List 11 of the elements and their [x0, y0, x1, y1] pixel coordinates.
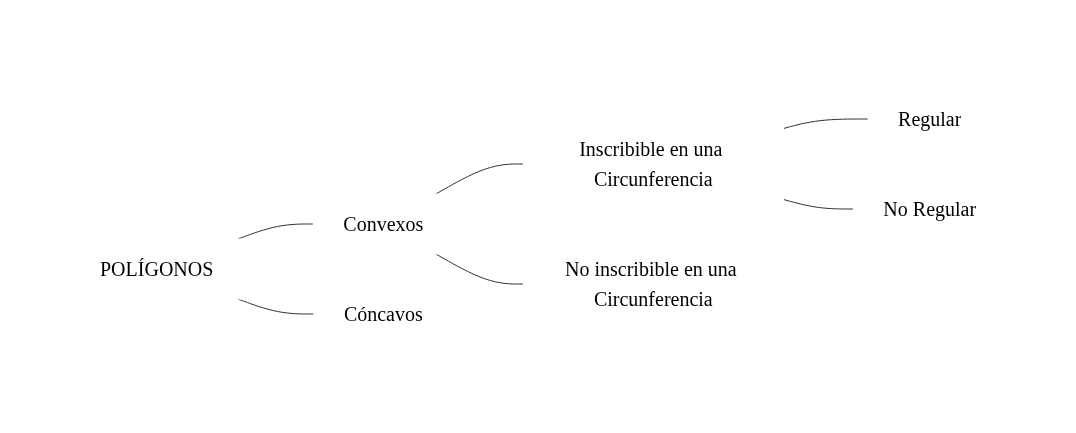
- connector: [782, 198, 854, 210]
- node-text: Convexos: [343, 213, 424, 235]
- node-text: Inscribible en una Circunferencia: [579, 138, 723, 190]
- node-text: Cóncavos: [343, 303, 423, 325]
- connector: [782, 118, 869, 130]
- connector: [435, 163, 524, 195]
- node-text: Regular: [898, 108, 962, 130]
- node-text: No Regular: [883, 198, 977, 220]
- node-text: No inscribible en una Circunferencia: [564, 258, 737, 310]
- connector: [237, 223, 314, 240]
- node-text: POLÍGONOS: [99, 258, 214, 280]
